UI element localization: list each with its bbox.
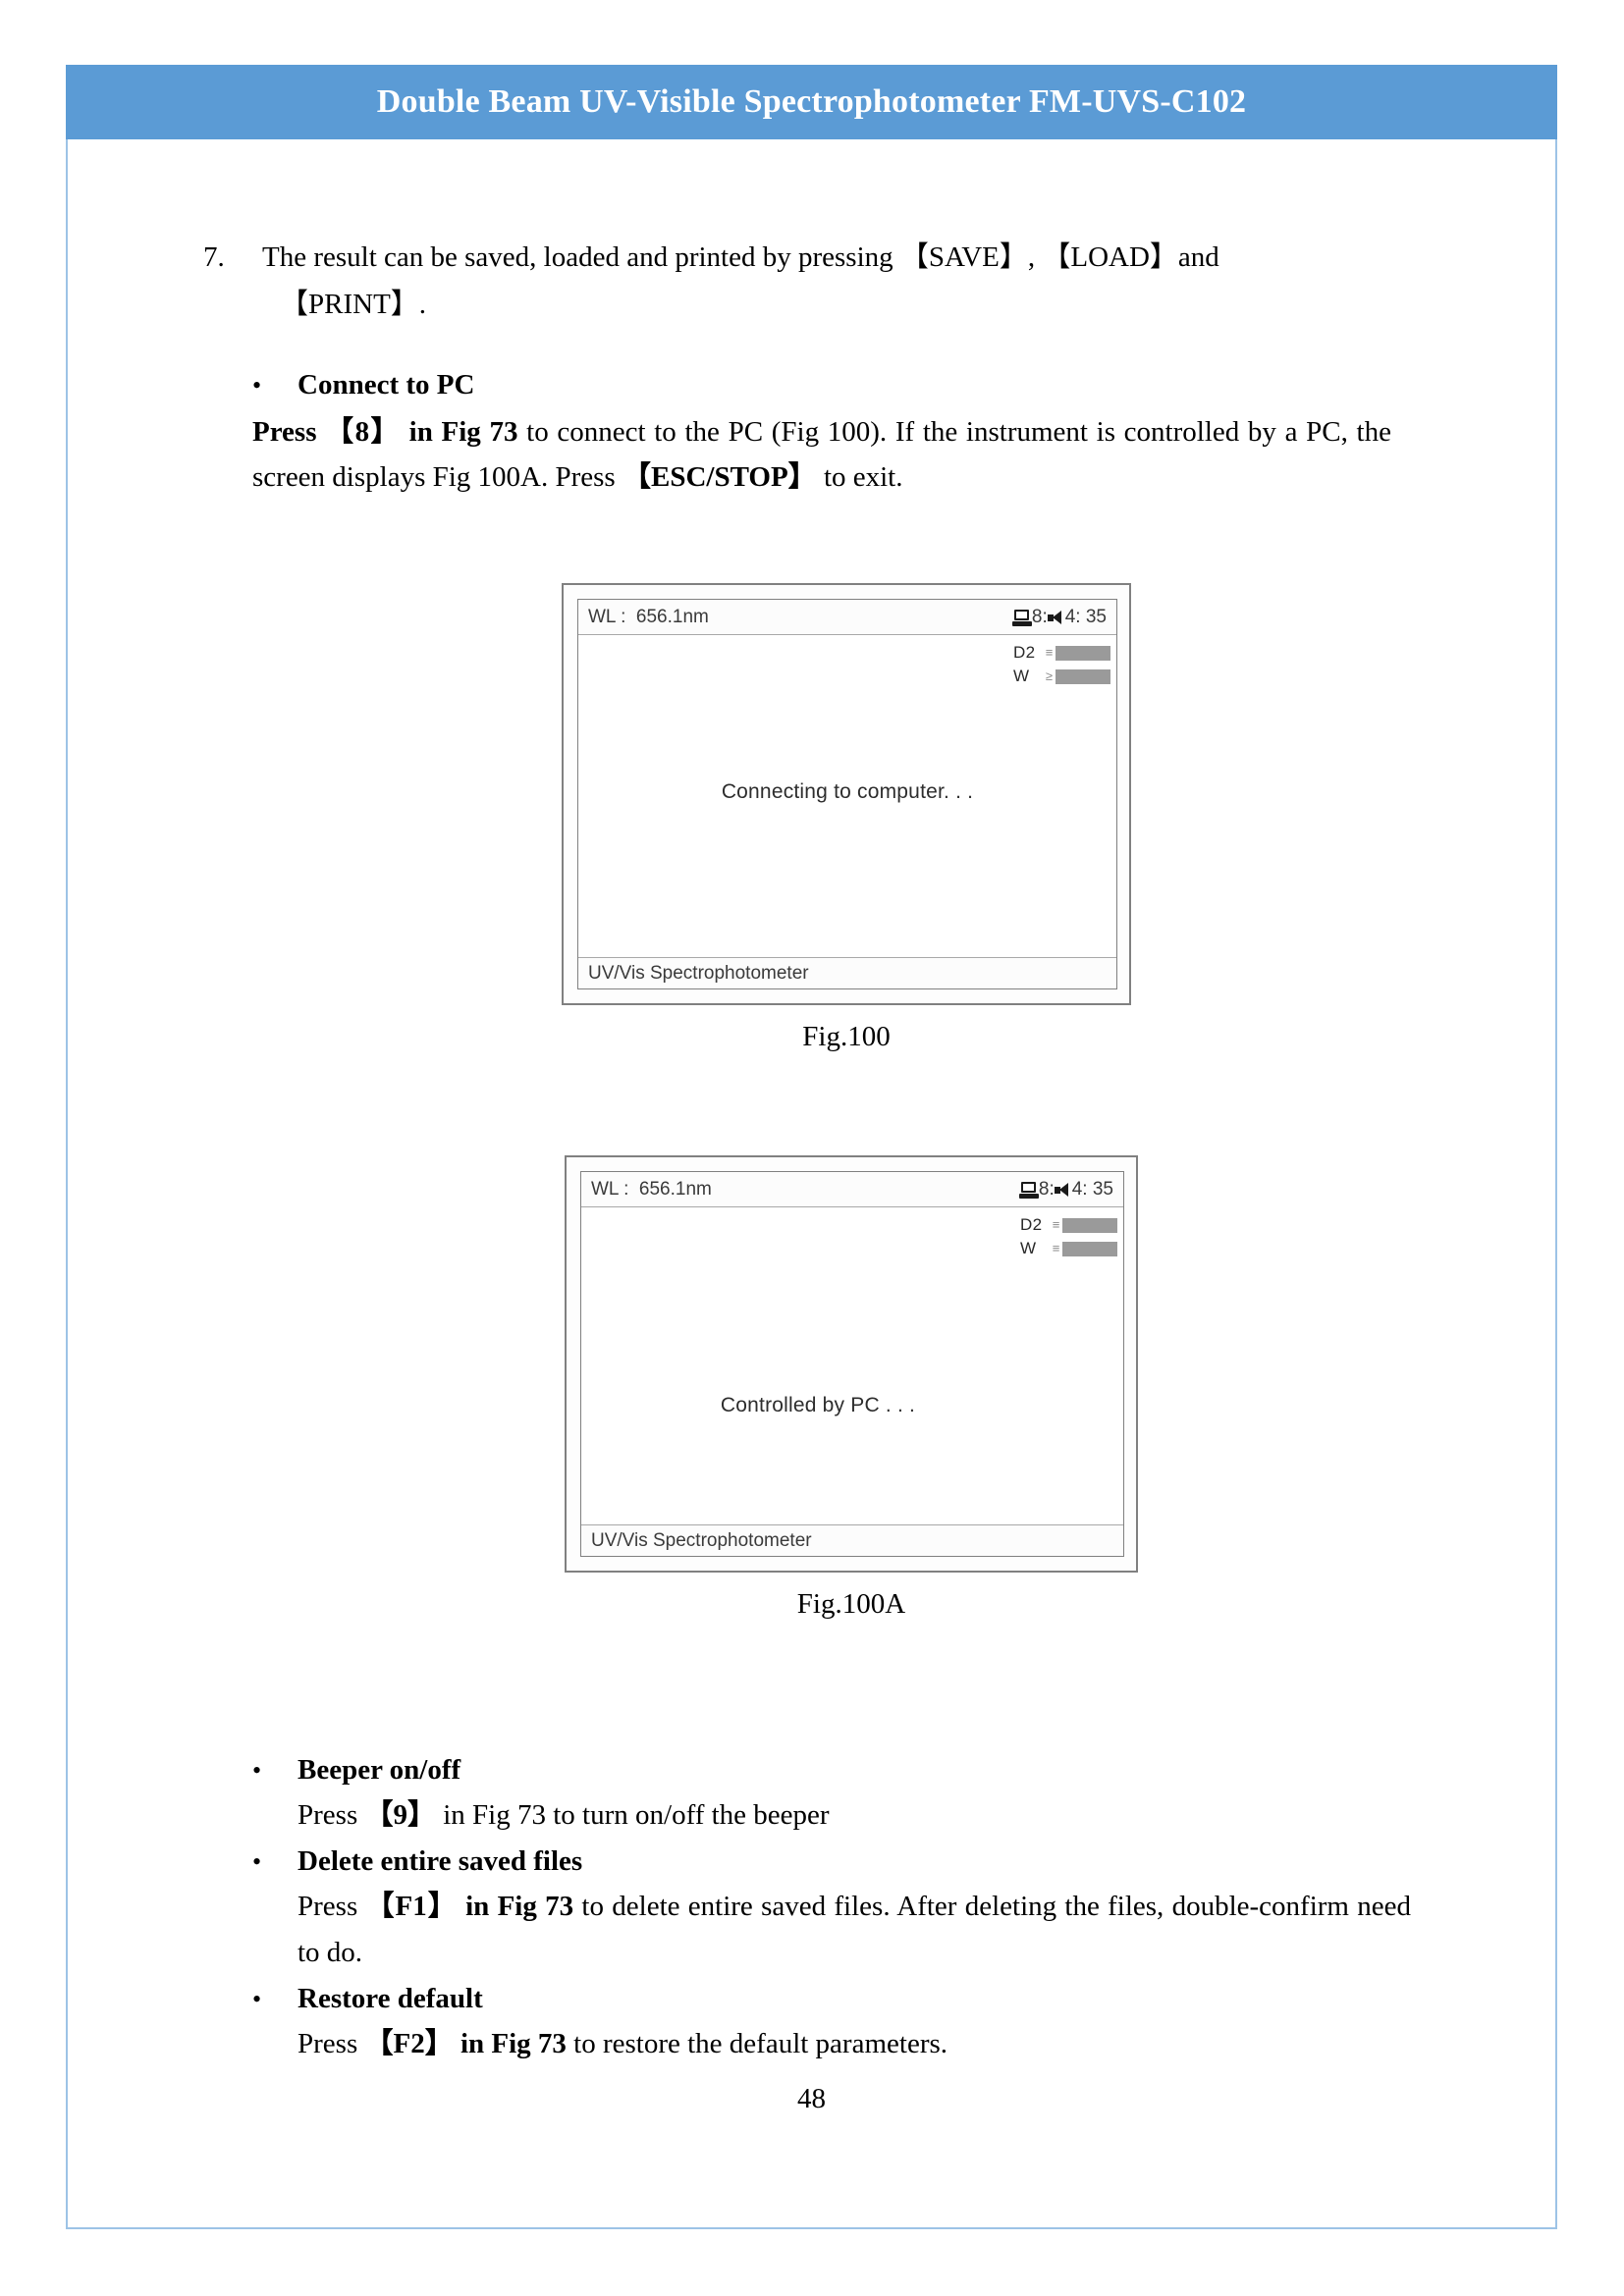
lcd-body-100: D2 ≡ W ≥ Connecting to computer. . . [578,635,1116,957]
wl-label: WL : [588,606,626,627]
lcd-message-100: Connecting to computer. . . [721,780,974,803]
lamp-level-bar-w [1062,1241,1117,1256]
options-list: • Beeper on/off Press 【9】 in Fig 73 to t… [252,1747,1411,2067]
lcd-bezel-100: WL : 656.1nm 8: 4: 35 D2 ≡ W [562,583,1131,1005]
lcd-status-bar-100a: WL : 656.1nm 8: 4: 35 [581,1172,1123,1207]
clock-readout-100: 8: 4: 35 [1011,600,1107,635]
item7-line2: 【PRINT】. [280,289,427,320]
wavelength-readout-100a: WL : 656.1nm [581,1179,712,1201]
lamp-label-d2: D2 [1020,1215,1043,1234]
clock-readout-100a: 8: 4: 35 [1018,1172,1113,1207]
wl-value: 656.1nm [635,606,709,627]
beeper-key: 【9】 [364,1799,436,1831]
bullet-icon: • [252,1756,262,1785]
monitor-icon [1018,1181,1039,1199]
lamp-level-bar-d2 [1056,645,1110,661]
lamp-row: D2 ≡ [1013,643,1110,663]
restore-key: 【F2】 in Fig 73 [364,2028,567,2059]
figure-caption-100: Fig.100 [802,1021,891,1052]
speaker-icon [1047,610,1065,625]
bullet-icon: • [252,1985,262,2013]
lamp-label-w: W [1013,667,1030,685]
connect-to-pc-section: • Connect to PC Press 【8】 in Fig 73 to c… [252,363,1391,500]
delete-key: 【F1】 in Fig 73 [365,1891,574,1922]
restore-text-post: to restore the default parameters. [566,2028,948,2059]
list-number: 7. [203,241,225,273]
list-item: • Beeper on/off Press 【9】 in Fig 73 to t… [252,1747,1411,1839]
beeper-text-post: in Fig 73 to turn on/off the beeper [436,1799,830,1831]
lcd-screen-100: WL : 656.1nm 8: 4: 35 D2 ≡ W [577,599,1117,989]
wl-value: 656.1nm [638,1178,712,1200]
delete-text-pre: Press [298,1891,366,1922]
connect-paragraph: Press 【8】 in Fig 73 to connect to the PC… [252,409,1391,500]
lcd-status-bar-100: WL : 656.1nm 8: 4: 35 [578,600,1116,635]
lcd-footer-100: UV/Vis Spectrophotometer [578,957,1116,988]
beeper-text: Press 【9】 in Fig 73 to turn on/off the b… [252,1792,1411,1839]
page-number: 48 [797,2083,826,2114]
lamp-row: W ≥ [1013,667,1110,686]
lamp-level-bar-w [1056,668,1110,684]
connect-heading: Connect to PC [298,369,475,400]
figure-caption-100a: Fig.100A [796,1588,906,1620]
item7-line1: The result can be saved, loaded and prin… [262,241,1219,273]
page-content: 7. The result can be saved, loaded and p… [66,139,1557,2229]
connect-text-mid: to connect to the PC (Fig 100). If the i… [252,416,1391,493]
figure-100a: WL : 656.1nm 8: 4: 35 D2 ≡ W [565,1155,1138,1621]
lcd-footer-100a: UV/Vis Spectrophotometer [581,1524,1123,1556]
page-title: Double Beam UV-Visible Spectrophotometer… [376,83,1247,120]
list-item: • Restore default Press 【F2】 in Fig 73 t… [252,1976,1411,2067]
bullet-icon: • [252,1847,262,1876]
list-body: The result can be saved, loaded and prin… [262,234,1391,328]
connect-heading-row: • Connect to PC [252,363,1391,407]
connect-esc-key: 【ESC/STOP】 [622,461,817,493]
lamp-row: W ≡ [1020,1239,1117,1258]
lcd-bezel-100a: WL : 656.1nm 8: 4: 35 D2 ≡ W [565,1155,1138,1573]
delete-text-post: to delete entire saved files. After dele… [298,1891,1411,1968]
delete-files-text: Press 【F1】 in Fig 73 to delete entire sa… [252,1884,1411,1976]
beeper-text-pre: Press [298,1799,365,1831]
restore-default-heading: Restore default [298,1983,483,2014]
bullet-icon: • [252,371,262,400]
lamp-glyph-icon: ≥ [1045,668,1054,683]
monitor-icon [1011,609,1032,626]
restore-default-text: Press 【F2】 in Fig 73 to restore the defa… [252,2021,1411,2067]
lcd-body-100a: D2 ≡ W ≡ Controlled by PC . . . [581,1207,1123,1524]
lamp-label-w: W [1020,1239,1037,1257]
lamp-glyph-icon: ≡ [1052,1217,1060,1232]
clock-hours: 8: [1031,607,1048,627]
connect-press-key: Press 【8】 in Fig 73 [252,416,518,448]
lamp-label-d2: D2 [1013,643,1036,662]
beeper-heading-row: • Beeper on/off [252,1747,1411,1792]
clock-minsec: 4: 35 [1071,1179,1113,1200]
clock-minsec: 4: 35 [1064,607,1107,627]
lamp-glyph-icon: ≡ [1045,645,1054,660]
numbered-item-7: 7. The result can be saved, loaded and p… [203,234,1391,328]
clock-hours: 8: [1038,1179,1055,1200]
delete-files-heading: Delete entire saved files [298,1845,583,1877]
wavelength-readout-100: WL : 656.1nm [578,607,709,628]
lamp-row: D2 ≡ [1020,1215,1117,1235]
document-header: Double Beam UV-Visible Spectrophotometer… [66,65,1557,139]
speaker-icon [1054,1182,1072,1198]
lcd-screen-100a: WL : 656.1nm 8: 4: 35 D2 ≡ W [580,1171,1124,1557]
lamp-status-panel-100a: D2 ≡ W ≡ [1020,1215,1117,1262]
restore-default-heading-row: • Restore default [252,1976,1411,2021]
lamp-level-bar-d2 [1062,1217,1117,1233]
connect-text-end: to exit. [816,461,903,493]
list-item: • Delete entire saved files Press 【F1】 i… [252,1839,1411,1976]
lamp-glyph-icon: ≡ [1052,1241,1060,1255]
wl-label: WL : [591,1178,629,1200]
lcd-message-100a: Controlled by PC . . . [720,1394,916,1416]
beeper-heading: Beeper on/off [298,1754,461,1786]
restore-text-pre: Press [298,2028,365,2059]
figure-100: WL : 656.1nm 8: 4: 35 D2 ≡ W [562,583,1131,1053]
lamp-status-panel-100: D2 ≡ W ≥ [1013,643,1110,690]
delete-files-heading-row: • Delete entire saved files [252,1839,1411,1884]
